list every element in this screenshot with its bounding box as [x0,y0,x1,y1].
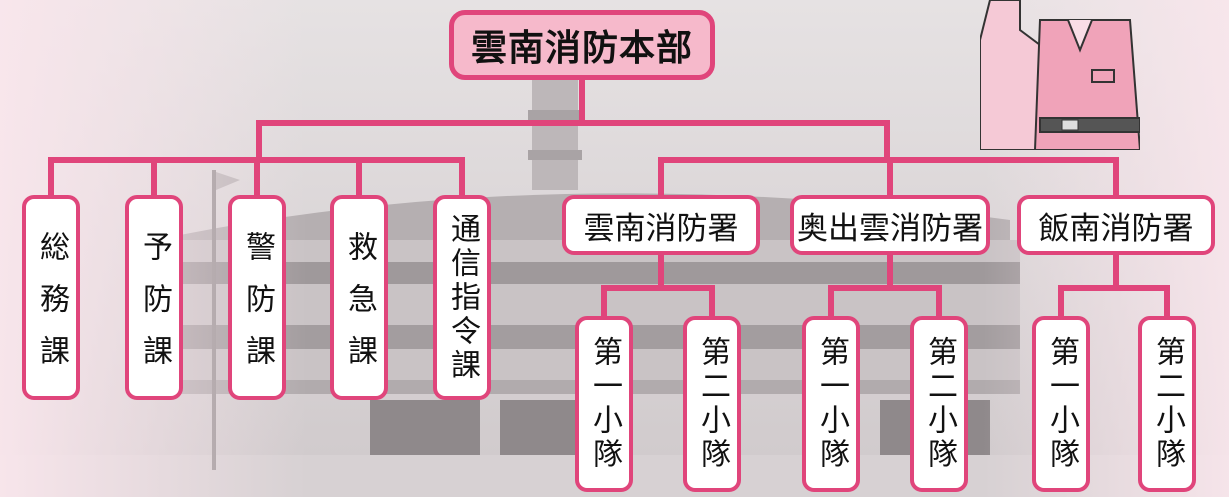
section-label: 警防課 [240,230,275,387]
unit-box-unnan-1: 第一小隊 [575,316,633,492]
station-label: 雲南消防署 [583,210,739,247]
unit-label: 第二小隊 [922,336,957,472]
station-label: 飯南消防署 [1038,210,1194,247]
hq-label: 雲南消防本部 [470,28,693,69]
section-box-firefighting: 警防課 [228,195,286,400]
section-box-prevention: 予防課 [125,195,183,400]
station-box-unnan: 雲南消防署 [562,195,760,255]
unit-label: 第一小隊 [1044,336,1079,472]
unit-box-okuizumo-1: 第一小隊 [802,316,860,492]
section-box-communications: 通信指令課 [433,195,491,400]
station-label: 奥出雲消防署 [797,210,983,247]
section-box-general-affairs: 総務課 [22,195,80,400]
unit-label: 第一小隊 [814,336,849,472]
station-box-iinan: 飯南消防署 [1017,195,1215,255]
section-label: 予防課 [137,230,172,387]
unit-box-okuizumo-2: 第二小隊 [910,316,968,492]
unit-box-iinan-1: 第一小隊 [1032,316,1090,492]
section-label: 通信指令課 [445,212,480,383]
hq-box: 雲南消防本部 [449,10,715,80]
firefighter-saluting-icon [980,0,1140,150]
unit-box-unnan-2: 第二小隊 [683,316,741,492]
unit-label: 第二小隊 [1150,336,1185,472]
unit-label: 第一小隊 [587,336,622,472]
unit-box-iinan-2: 第二小隊 [1138,316,1196,492]
section-label: 総務課 [34,230,69,387]
section-label: 救急課 [342,230,377,387]
unit-label: 第二小隊 [695,336,730,472]
section-box-emergency: 救急課 [330,195,388,400]
station-box-okuizumo: 奥出雲消防署 [790,195,990,255]
